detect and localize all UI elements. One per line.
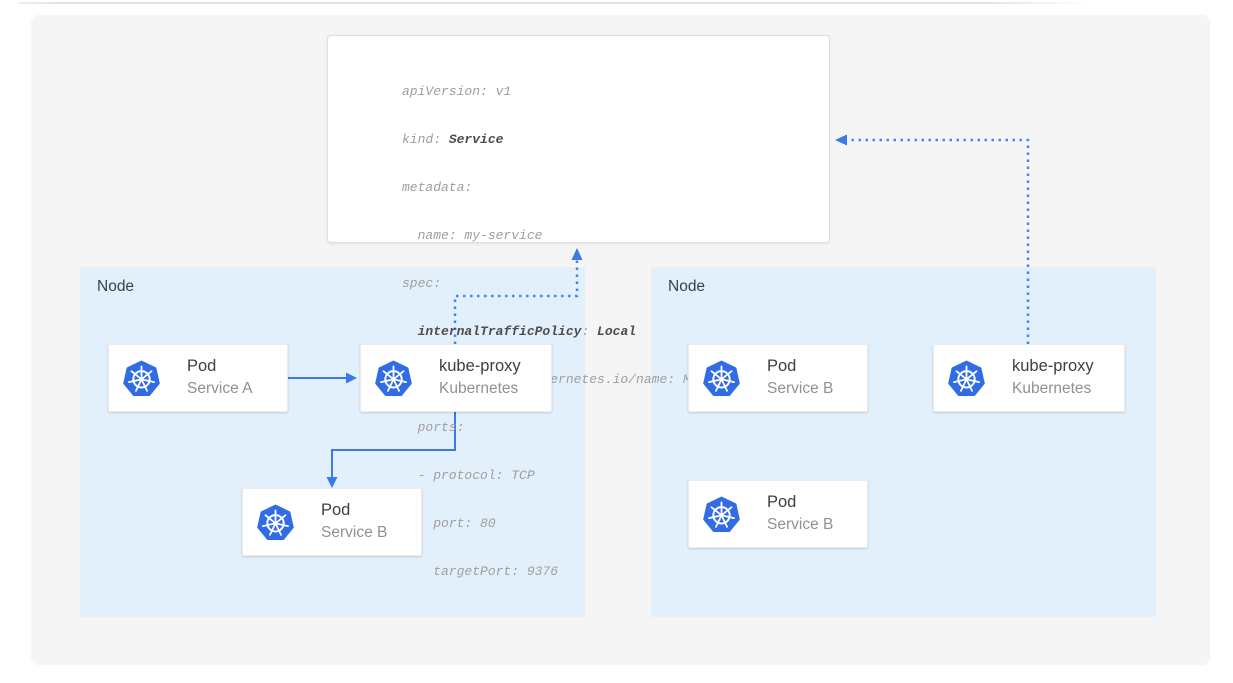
kubernetes-icon (374, 359, 413, 398)
card-kube-proxy-right: kube-proxy Kubernetes (933, 344, 1125, 412)
service-yaml-box: apiVersion: v1 kind: Service metadata: n… (327, 35, 830, 579)
card-title: Pod (767, 357, 797, 375)
card-pod-service-a: Pod Service A (108, 344, 288, 412)
yaml-text: name: my-service (402, 228, 543, 243)
yaml-text: metadata: (402, 180, 473, 195)
yaml-text: port: 80 (402, 516, 496, 531)
card-subtitle: Service A (187, 380, 253, 397)
yaml-line: internalTrafficPolicy: Local (402, 324, 829, 340)
card-pod-service-b-left: Pod Service B (242, 488, 422, 556)
card-subtitle: Service B (767, 380, 834, 397)
yaml-text: ports: (402, 420, 465, 435)
yaml-line: metadata: (402, 180, 829, 196)
card-kube-proxy-left: kube-proxy Kubernetes (360, 344, 552, 412)
card-title: kube-proxy (1012, 357, 1094, 375)
card-pod-service-b-right-top: Pod Service B (688, 344, 868, 412)
yaml-line: port: 80 (402, 516, 829, 532)
yaml-line: ports: (402, 420, 829, 436)
yaml-text: targetPort: 9376 (402, 564, 559, 579)
card-subtitle: Service B (321, 524, 388, 541)
card-title: Pod (187, 357, 217, 375)
card-title: Pod (321, 501, 351, 519)
yaml-text (402, 324, 418, 339)
card-subtitle: Service B (767, 516, 834, 533)
node-label: Node (668, 278, 706, 295)
yaml-line: - protocol: TCP (402, 468, 829, 484)
kubernetes-icon (702, 495, 741, 534)
yaml-text: kind: (402, 132, 449, 147)
card-pod-service-b-right-bottom: Pod Service B (688, 480, 868, 548)
yaml-line: targetPort: 9376 (402, 564, 829, 580)
yaml-line: name: my-service (402, 228, 829, 244)
node-label: Node (97, 278, 135, 295)
yaml-line: spec: (402, 276, 829, 292)
yaml-text-bold: Service (448, 132, 504, 147)
yaml-line: kind: Service (402, 132, 829, 148)
card-title: kube-proxy (439, 357, 521, 375)
yaml-text: : (581, 324, 598, 339)
yaml-text: spec: (402, 276, 442, 291)
card-subtitle: Kubernetes (1012, 380, 1092, 397)
kubernetes-icon (947, 359, 986, 398)
yaml-text-bold: Local (597, 324, 637, 339)
card-title: Pod (767, 493, 797, 511)
card-subtitle: Kubernetes (439, 380, 519, 397)
kubernetes-icon (122, 359, 161, 398)
top-divider (18, 2, 1091, 4)
kubernetes-icon (256, 503, 295, 542)
yaml-text: apiVersion: v1 (402, 84, 512, 99)
kubernetes-icon (702, 359, 741, 398)
yaml-text: - protocol: TCP (402, 468, 535, 483)
yaml-line: apiVersion: v1 (402, 84, 829, 100)
yaml-text-bold: internalTrafficPolicy (417, 324, 582, 339)
